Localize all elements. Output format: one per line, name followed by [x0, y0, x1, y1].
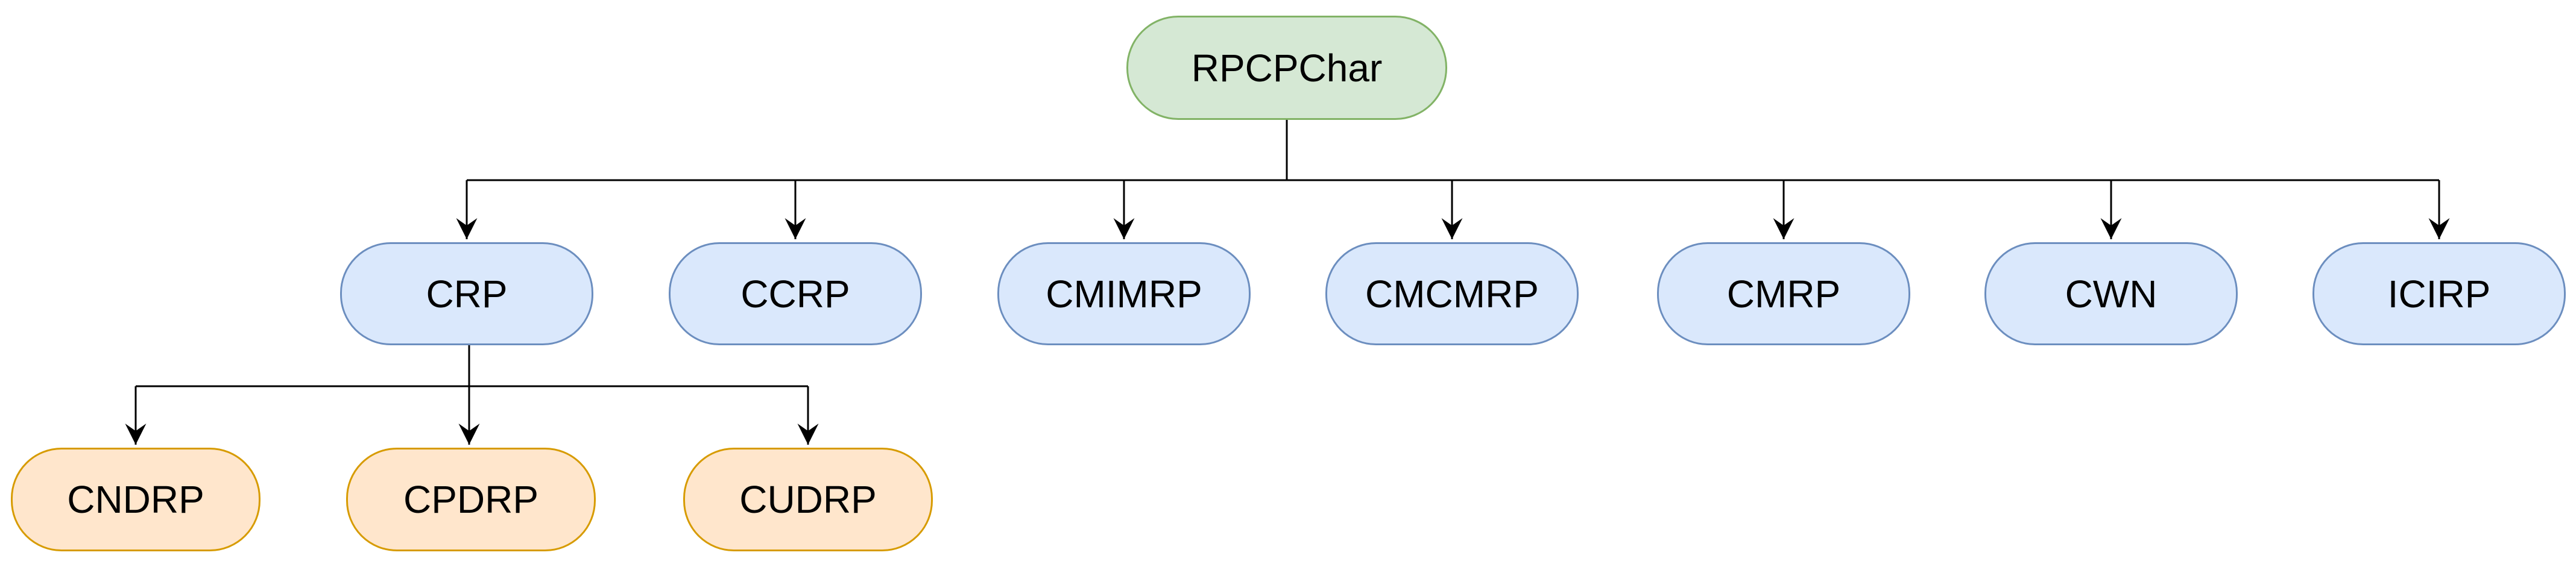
node-cpdrp-label: CPDRP — [403, 478, 539, 521]
node-crp-label: CRP — [426, 272, 508, 316]
node-icirp-label: ICIRP — [2387, 272, 2491, 316]
node-cudrp: CUDRP — [683, 448, 933, 551]
node-icirp: ICIRP — [2312, 242, 2566, 345]
node-cmcmrp-label: CMCMRP — [1365, 272, 1539, 316]
node-cmrp: CMRP — [1657, 242, 1910, 345]
node-cmimrp-label: CMIMRP — [1046, 272, 1202, 316]
node-rpcpchar: RPCPChar — [1126, 16, 1447, 120]
node-cmcmrp: CMCMRP — [1325, 242, 1579, 345]
node-cudrp-label: CUDRP — [739, 478, 877, 521]
node-cwn: CWN — [1984, 242, 2238, 345]
node-cndrp: CNDRP — [11, 448, 260, 551]
node-cndrp-label: CNDRP — [67, 478, 204, 521]
node-rpcpchar-label: RPCPChar — [1191, 46, 1383, 90]
node-crp: CRP — [340, 242, 593, 345]
node-ccrp: CCRP — [669, 242, 922, 345]
node-cwn-label: CWN — [2065, 272, 2158, 316]
node-cpdrp: CPDRP — [346, 448, 596, 551]
node-cmrp-label: CMRP — [1726, 272, 1841, 316]
node-ccrp-label: CCRP — [740, 272, 850, 316]
node-cmimrp: CMIMRP — [997, 242, 1251, 345]
